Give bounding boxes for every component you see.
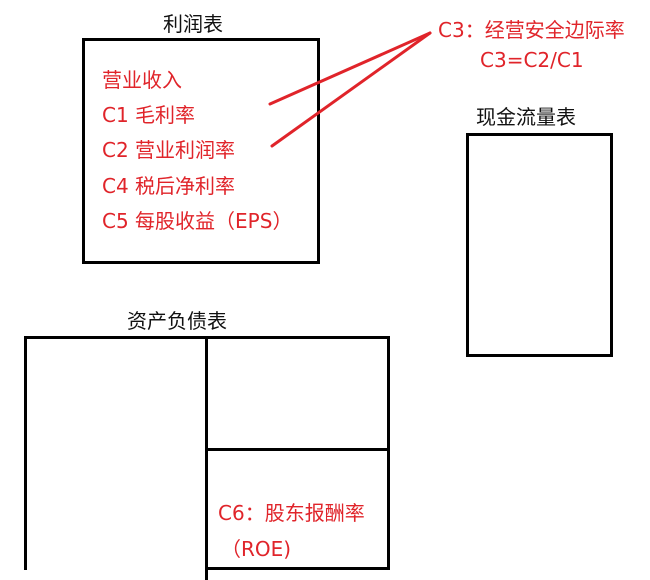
- cash-flow-box: [466, 133, 613, 357]
- cash-flow-title: 现金流量表: [476, 105, 576, 129]
- annotation-c3-label: C3：经营安全边际率: [438, 18, 625, 42]
- income-item-net-margin: C4 税后净利率: [102, 174, 236, 198]
- roe-abbreviation: （ROE): [221, 537, 292, 561]
- balance-sheet-horizontal-divider: [205, 448, 390, 451]
- income-item-operating-margin: C2 营业利润率: [102, 138, 236, 162]
- roe-label: C6：股东报酬率: [218, 501, 365, 525]
- balance-sheet-title: 资产负债表: [127, 309, 227, 333]
- balance-sheet-bottom-edge-right: [205, 567, 390, 570]
- balance-sheet-vertical-divider: [205, 336, 208, 580]
- annotation-c3-formula: C3=C2/C1: [480, 48, 584, 72]
- income-item-revenue: 营业收入: [102, 68, 182, 92]
- income-item-gross-margin: C1 毛利率: [102, 103, 196, 127]
- income-statement-title: 利润表: [163, 12, 223, 36]
- balance-sheet-bottom-right-edge: [387, 448, 390, 570]
- income-item-eps: C5 每股收益（EPS）: [102, 209, 293, 233]
